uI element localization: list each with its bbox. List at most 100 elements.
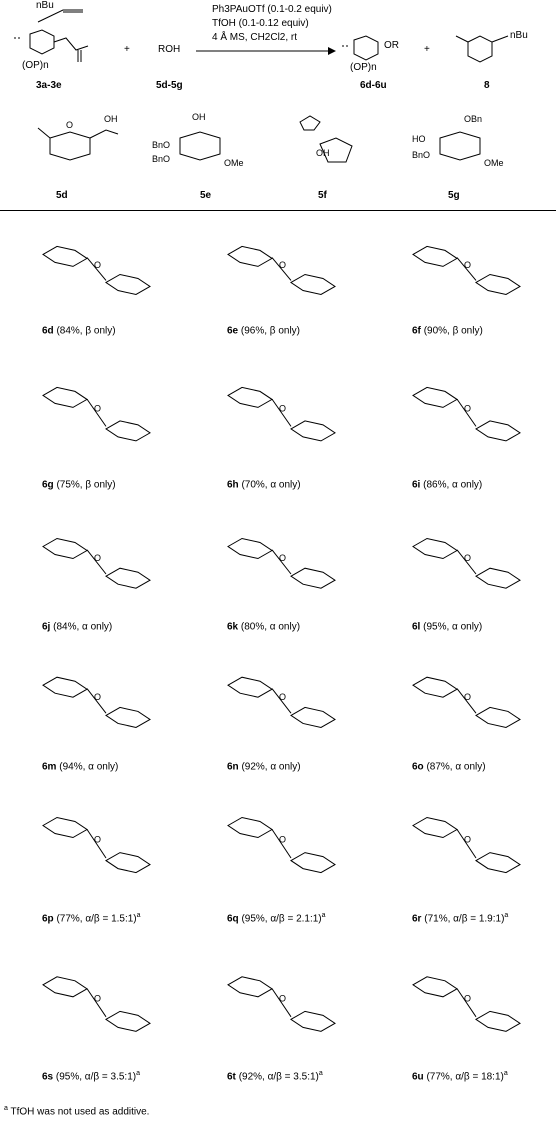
product-note: a bbox=[504, 912, 509, 919]
product-detail: (90%, β only) bbox=[423, 325, 483, 337]
product-6s-structure: O bbox=[42, 976, 151, 1032]
svg-text:O: O bbox=[279, 993, 286, 1003]
svg-text:O: O bbox=[94, 260, 101, 270]
product-caption: 6f (90%, β only) bbox=[412, 324, 483, 336]
svg-text:O: O bbox=[66, 120, 73, 130]
svg-text:O: O bbox=[94, 692, 101, 702]
product-6d-structure: O bbox=[42, 245, 151, 296]
product-id: 6q bbox=[227, 913, 239, 925]
product-6o-structure: O bbox=[412, 676, 521, 728]
product-caption: 6g (75%, β only) bbox=[42, 478, 116, 490]
product-id: 6m bbox=[42, 761, 57, 773]
section-divider bbox=[0, 210, 556, 211]
product-detail: (95%, α/β = 3.5:1) bbox=[55, 1071, 137, 1083]
svg-text:O: O bbox=[279, 260, 286, 270]
product-id: 6n bbox=[227, 761, 239, 773]
product-6l-structure: O bbox=[412, 537, 521, 589]
svg-text:O: O bbox=[464, 993, 471, 1003]
acceptor-label: 5d-5g bbox=[156, 80, 183, 91]
product-id: 6l bbox=[412, 621, 421, 633]
product-id: 6r bbox=[412, 913, 422, 925]
product-detail: (95%, α only) bbox=[423, 621, 483, 633]
product-6g-structure: O bbox=[42, 386, 151, 442]
svg-text:OH: OH bbox=[192, 112, 206, 122]
product-detail: (84%, α only) bbox=[53, 621, 113, 633]
product-6u-structure: O bbox=[412, 976, 521, 1032]
pyranone-structure bbox=[455, 35, 509, 63]
svg-text:OMe: OMe bbox=[484, 158, 504, 168]
acceptor-5d-structure: OH O bbox=[37, 114, 119, 161]
product-detail: (94%, α only) bbox=[59, 761, 119, 773]
product-note: a bbox=[318, 1070, 323, 1077]
product-6j-structure: O bbox=[42, 537, 151, 589]
donor-structure bbox=[14, 9, 89, 62]
product-id: 6h bbox=[227, 479, 239, 491]
product-detail: (77%, α/β = 1.5:1) bbox=[56, 913, 137, 925]
svg-text:HO: HO bbox=[412, 134, 426, 144]
product-label: 6d-6u bbox=[360, 80, 387, 91]
product-caption: 6r (71%, α/β = 1.9:1)a bbox=[412, 912, 508, 924]
product-detail: (71%, α/β = 1.9:1) bbox=[424, 913, 505, 925]
product-caption: 6p (77%, α/β = 1.5:1)a bbox=[42, 912, 141, 924]
product-detail: (96%, β only) bbox=[240, 325, 301, 337]
svg-text:BnO: BnO bbox=[412, 150, 430, 160]
svg-text:BnO: BnO bbox=[152, 140, 170, 150]
product-id: 6d bbox=[42, 325, 54, 337]
byproduct-label: 8 bbox=[484, 80, 490, 91]
condition-solvent: 4 Å MS, CH2Cl2, rt bbox=[212, 32, 298, 43]
product-protecting-group: (OP)n bbox=[350, 62, 377, 73]
acceptor-label-5e: 5e bbox=[200, 190, 212, 201]
pyranone-chain: nBu bbox=[510, 30, 528, 41]
product-6h-structure: O bbox=[227, 386, 336, 442]
product-id: 6s bbox=[42, 1071, 54, 1083]
acceptor-label-5d: 5d bbox=[56, 190, 68, 201]
product-id: 6o bbox=[412, 761, 424, 773]
product-detail: (77%, α/β = 18:1) bbox=[426, 1071, 504, 1083]
svg-text:OMe: OMe bbox=[224, 158, 244, 168]
acceptor-formula: ROH bbox=[158, 44, 181, 55]
product-caption: 6u (77%, α/β = 18:1)a bbox=[412, 1070, 508, 1082]
product-id: 6p bbox=[42, 913, 54, 925]
svg-text:O: O bbox=[464, 404, 471, 414]
product-6t-structure: O bbox=[227, 976, 336, 1032]
condition-acid: TfOH (0.1-0.12 equiv) bbox=[212, 18, 309, 29]
svg-text:O: O bbox=[94, 993, 101, 1003]
svg-text:OH: OH bbox=[104, 114, 118, 124]
svg-text:OH: OH bbox=[316, 148, 330, 158]
product-note: a bbox=[321, 912, 326, 919]
svg-text:O: O bbox=[279, 404, 286, 414]
product-id: 6g bbox=[42, 479, 54, 491]
product-6n-structure: O bbox=[227, 676, 336, 728]
product-6e-structure: O bbox=[227, 245, 336, 296]
product-note: a bbox=[136, 1070, 140, 1077]
product-detail: (86%, α only) bbox=[423, 479, 483, 491]
product-caption: 6d (84%, β only) bbox=[42, 324, 116, 336]
svg-text:O: O bbox=[279, 692, 286, 702]
product-caption: 6k (80%, α only) bbox=[227, 620, 300, 632]
product-caption: 6i (86%, α only) bbox=[412, 478, 482, 490]
product-caption: 6e (96%, β only) bbox=[227, 324, 300, 336]
product-detail: (92%, α/β = 3.5:1) bbox=[238, 1071, 319, 1083]
product-caption: 6o (87%, α only) bbox=[412, 760, 486, 772]
svg-text:O: O bbox=[94, 834, 101, 844]
product-id: 6k bbox=[227, 621, 239, 633]
svg-text:O: O bbox=[279, 553, 286, 563]
svg-text:O: O bbox=[94, 553, 101, 563]
product-id: 6f bbox=[412, 325, 421, 337]
plus-sign: + bbox=[124, 44, 130, 55]
svg-text:O: O bbox=[464, 692, 471, 702]
acceptor-5f-structure: OH bbox=[299, 115, 353, 163]
donor-label: 3a-3e bbox=[36, 80, 62, 91]
product-id: 6j bbox=[42, 621, 51, 633]
product-caption: 6l (95%, α only) bbox=[412, 620, 482, 632]
svg-text:O: O bbox=[464, 834, 471, 844]
footnote: a TfOH was not used as additive. bbox=[4, 1105, 149, 1117]
product-detail: (70%, α only) bbox=[241, 479, 301, 491]
product-id: 6u bbox=[412, 1071, 424, 1083]
svg-text:OBn: OBn bbox=[464, 114, 482, 124]
product-caption: 6m (94%, α only) bbox=[42, 760, 118, 772]
product-detail: (87%, α only) bbox=[426, 761, 486, 773]
footnote-mark: a bbox=[4, 1105, 8, 1112]
product-caption: 6h (70%, α only) bbox=[227, 478, 301, 490]
product-6f-structure: O bbox=[412, 245, 521, 296]
